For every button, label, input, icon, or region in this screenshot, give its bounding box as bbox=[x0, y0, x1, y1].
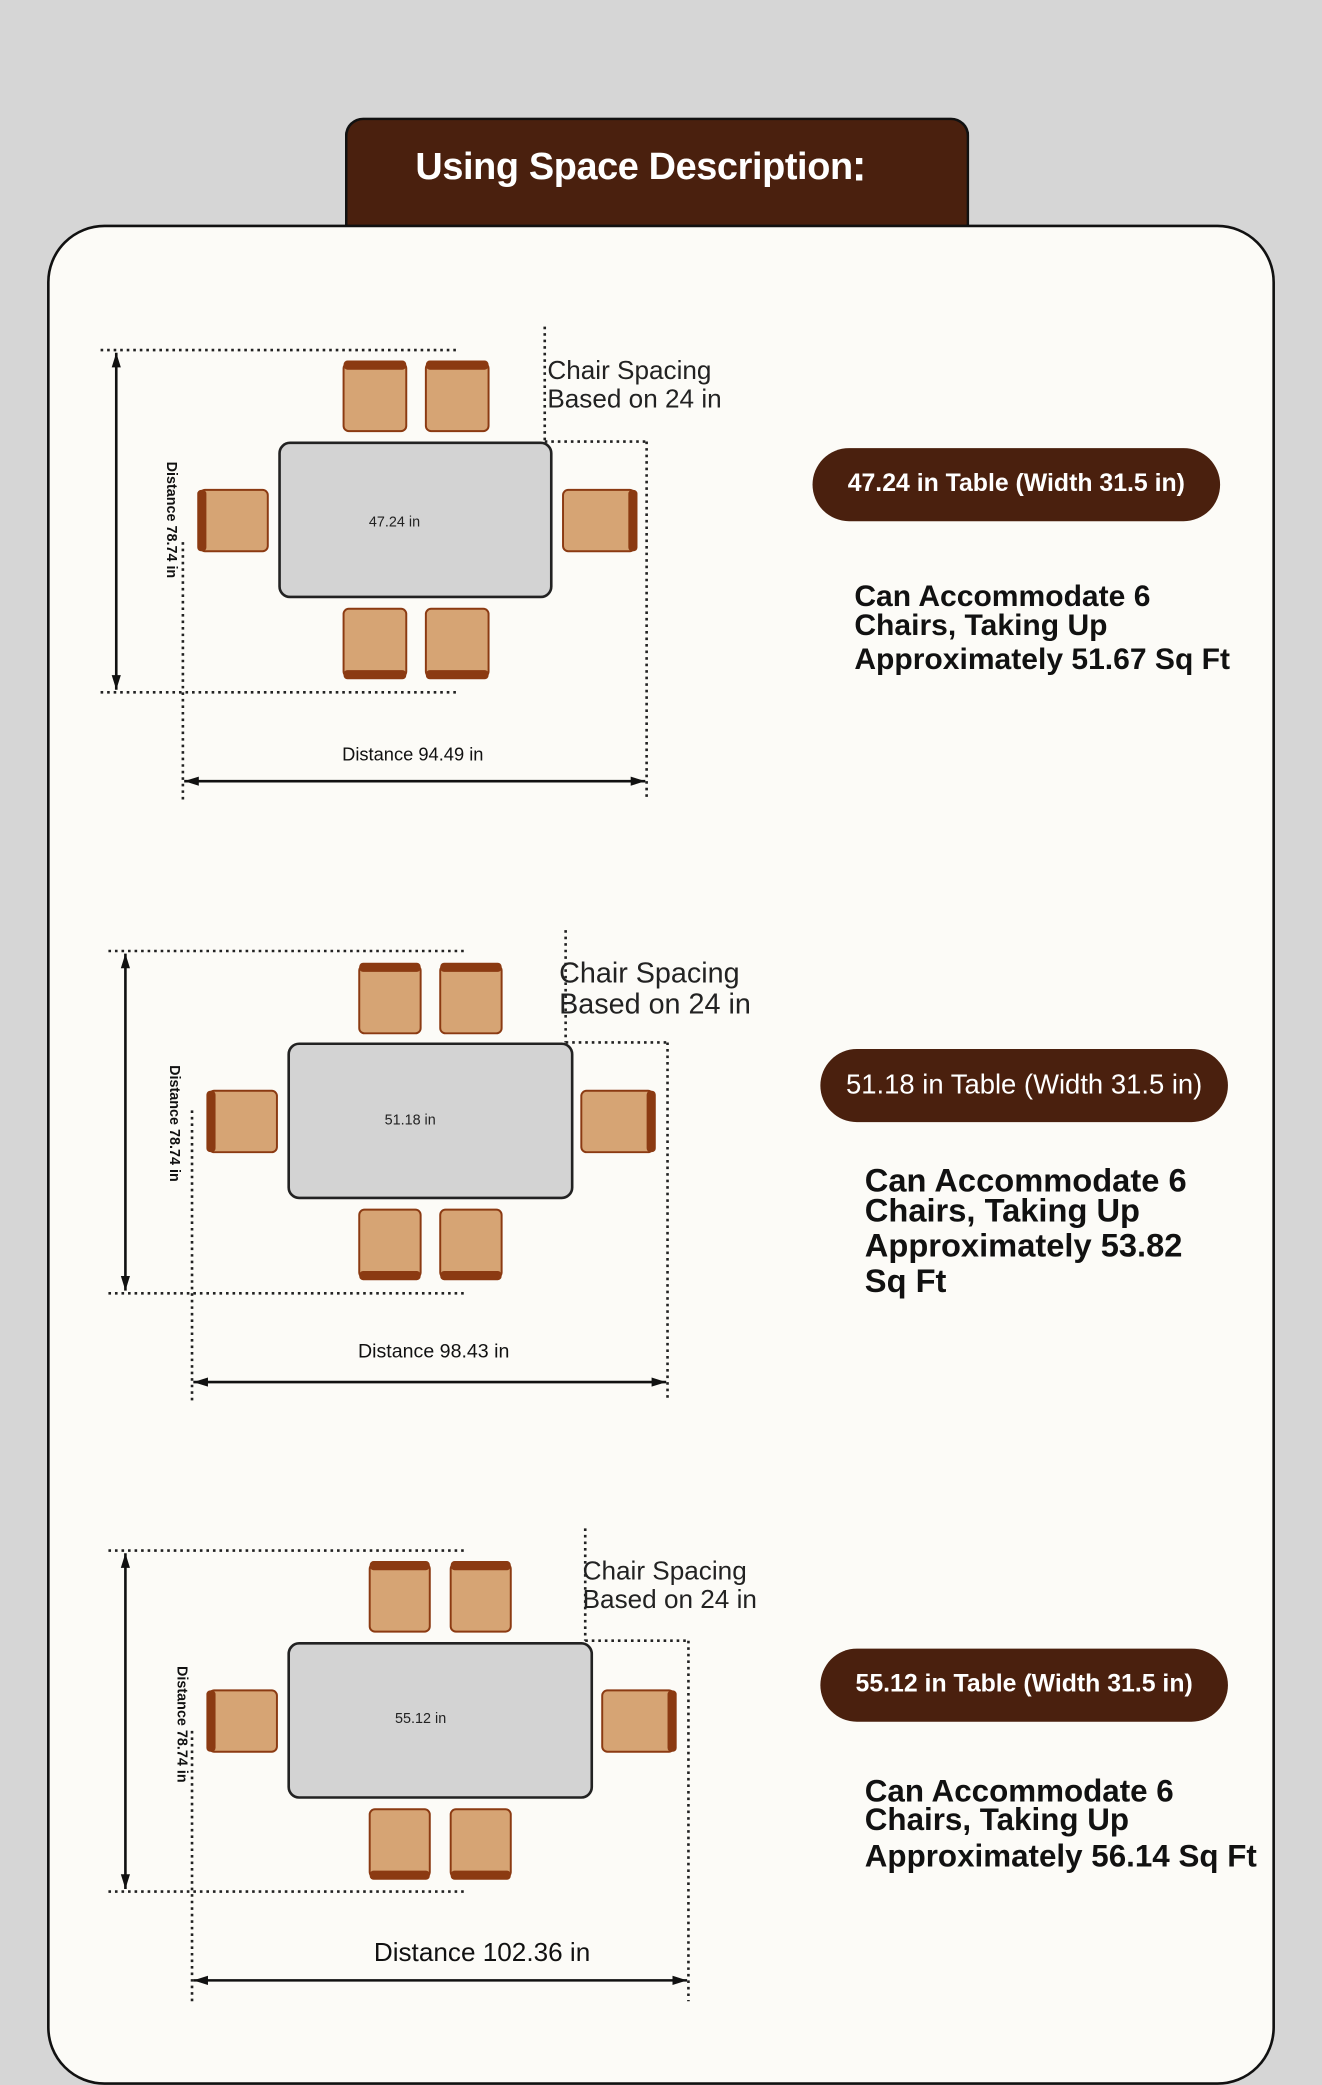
chair-icon bbox=[342, 362, 408, 433]
arrowhead bbox=[120, 1874, 130, 1889]
horizontal-distance-label: Distance 94.49 in bbox=[342, 743, 484, 765]
table-length-label: 47.24 in bbox=[368, 514, 421, 531]
chair-back bbox=[440, 962, 502, 972]
chair-back bbox=[440, 1271, 502, 1281]
arrowhead bbox=[120, 1276, 130, 1291]
table-length-label: 51.18 in bbox=[384, 1112, 436, 1129]
chair-back bbox=[369, 1870, 430, 1880]
chair-back bbox=[425, 670, 489, 680]
chair-icon bbox=[580, 1089, 655, 1154]
chair-back bbox=[450, 1561, 511, 1571]
table-size-pill: 55.12 in Table (Width 31.5 in) bbox=[820, 1648, 1228, 1722]
chair-icon bbox=[358, 964, 422, 1035]
chair-icon bbox=[424, 362, 490, 433]
chair-icon bbox=[358, 1208, 422, 1279]
chair-icon bbox=[208, 1089, 278, 1154]
arrowhead bbox=[120, 1553, 130, 1568]
chair-back bbox=[425, 360, 489, 370]
chair-icon bbox=[368, 1562, 431, 1633]
table-size-pill: 51.18 in Table (Width 31.5 in) bbox=[820, 1048, 1228, 1123]
title-colon: : bbox=[851, 141, 867, 191]
chair-icon bbox=[424, 607, 490, 678]
arrowhead bbox=[111, 352, 121, 368]
chair-icon bbox=[208, 1689, 278, 1753]
chair-back bbox=[646, 1090, 656, 1153]
arrowhead bbox=[184, 776, 199, 786]
arrowhead bbox=[193, 1975, 208, 1985]
chair-back bbox=[343, 360, 407, 370]
chair-back bbox=[343, 670, 407, 680]
horizontal-distance-label: Distance 102.36 in bbox=[373, 1938, 591, 1968]
chair-back bbox=[206, 1690, 216, 1752]
dining-table bbox=[287, 1642, 594, 1799]
table-size-pill: 47.24 in Table (Width 31.5 in) bbox=[812, 448, 1221, 522]
chair-icon bbox=[449, 1808, 512, 1879]
chair-back bbox=[450, 1870, 511, 1880]
chair-back bbox=[667, 1690, 677, 1752]
arrowhead bbox=[111, 675, 121, 690]
chair-icon bbox=[368, 1808, 431, 1879]
arrowhead bbox=[672, 1975, 688, 1985]
table-length-label: 55.12 in bbox=[395, 1711, 447, 1727]
chair-icon bbox=[562, 488, 636, 553]
chair-icon bbox=[601, 1689, 676, 1753]
arrowhead bbox=[120, 953, 130, 969]
vertical-distance-label: Distance 78.74 in bbox=[163, 461, 179, 579]
vertical-distance-label: Distance 78.74 in bbox=[173, 1666, 190, 1783]
chair-icon bbox=[439, 964, 503, 1035]
chair-back bbox=[359, 1271, 421, 1281]
page-title: Using Space Description bbox=[415, 146, 853, 189]
chair-back bbox=[206, 1090, 216, 1153]
dining-table bbox=[287, 1042, 574, 1200]
chair-icon bbox=[439, 1208, 503, 1279]
chair-back bbox=[197, 489, 207, 552]
chair-back bbox=[628, 489, 638, 552]
vertical-distance-label: Distance 78.74 in bbox=[165, 1065, 182, 1182]
horizontal-distance-label: Distance 98.43 in bbox=[357, 1340, 510, 1363]
dining-table bbox=[278, 441, 553, 599]
chair-icon bbox=[198, 488, 269, 553]
chair-back bbox=[359, 962, 421, 972]
chair-icon bbox=[449, 1562, 512, 1633]
chair-icon bbox=[342, 607, 408, 678]
header-tab bbox=[344, 117, 970, 230]
arrowhead bbox=[193, 1377, 208, 1387]
arrowhead bbox=[630, 776, 646, 786]
chair-back bbox=[369, 1561, 430, 1571]
arrowhead bbox=[651, 1377, 667, 1387]
